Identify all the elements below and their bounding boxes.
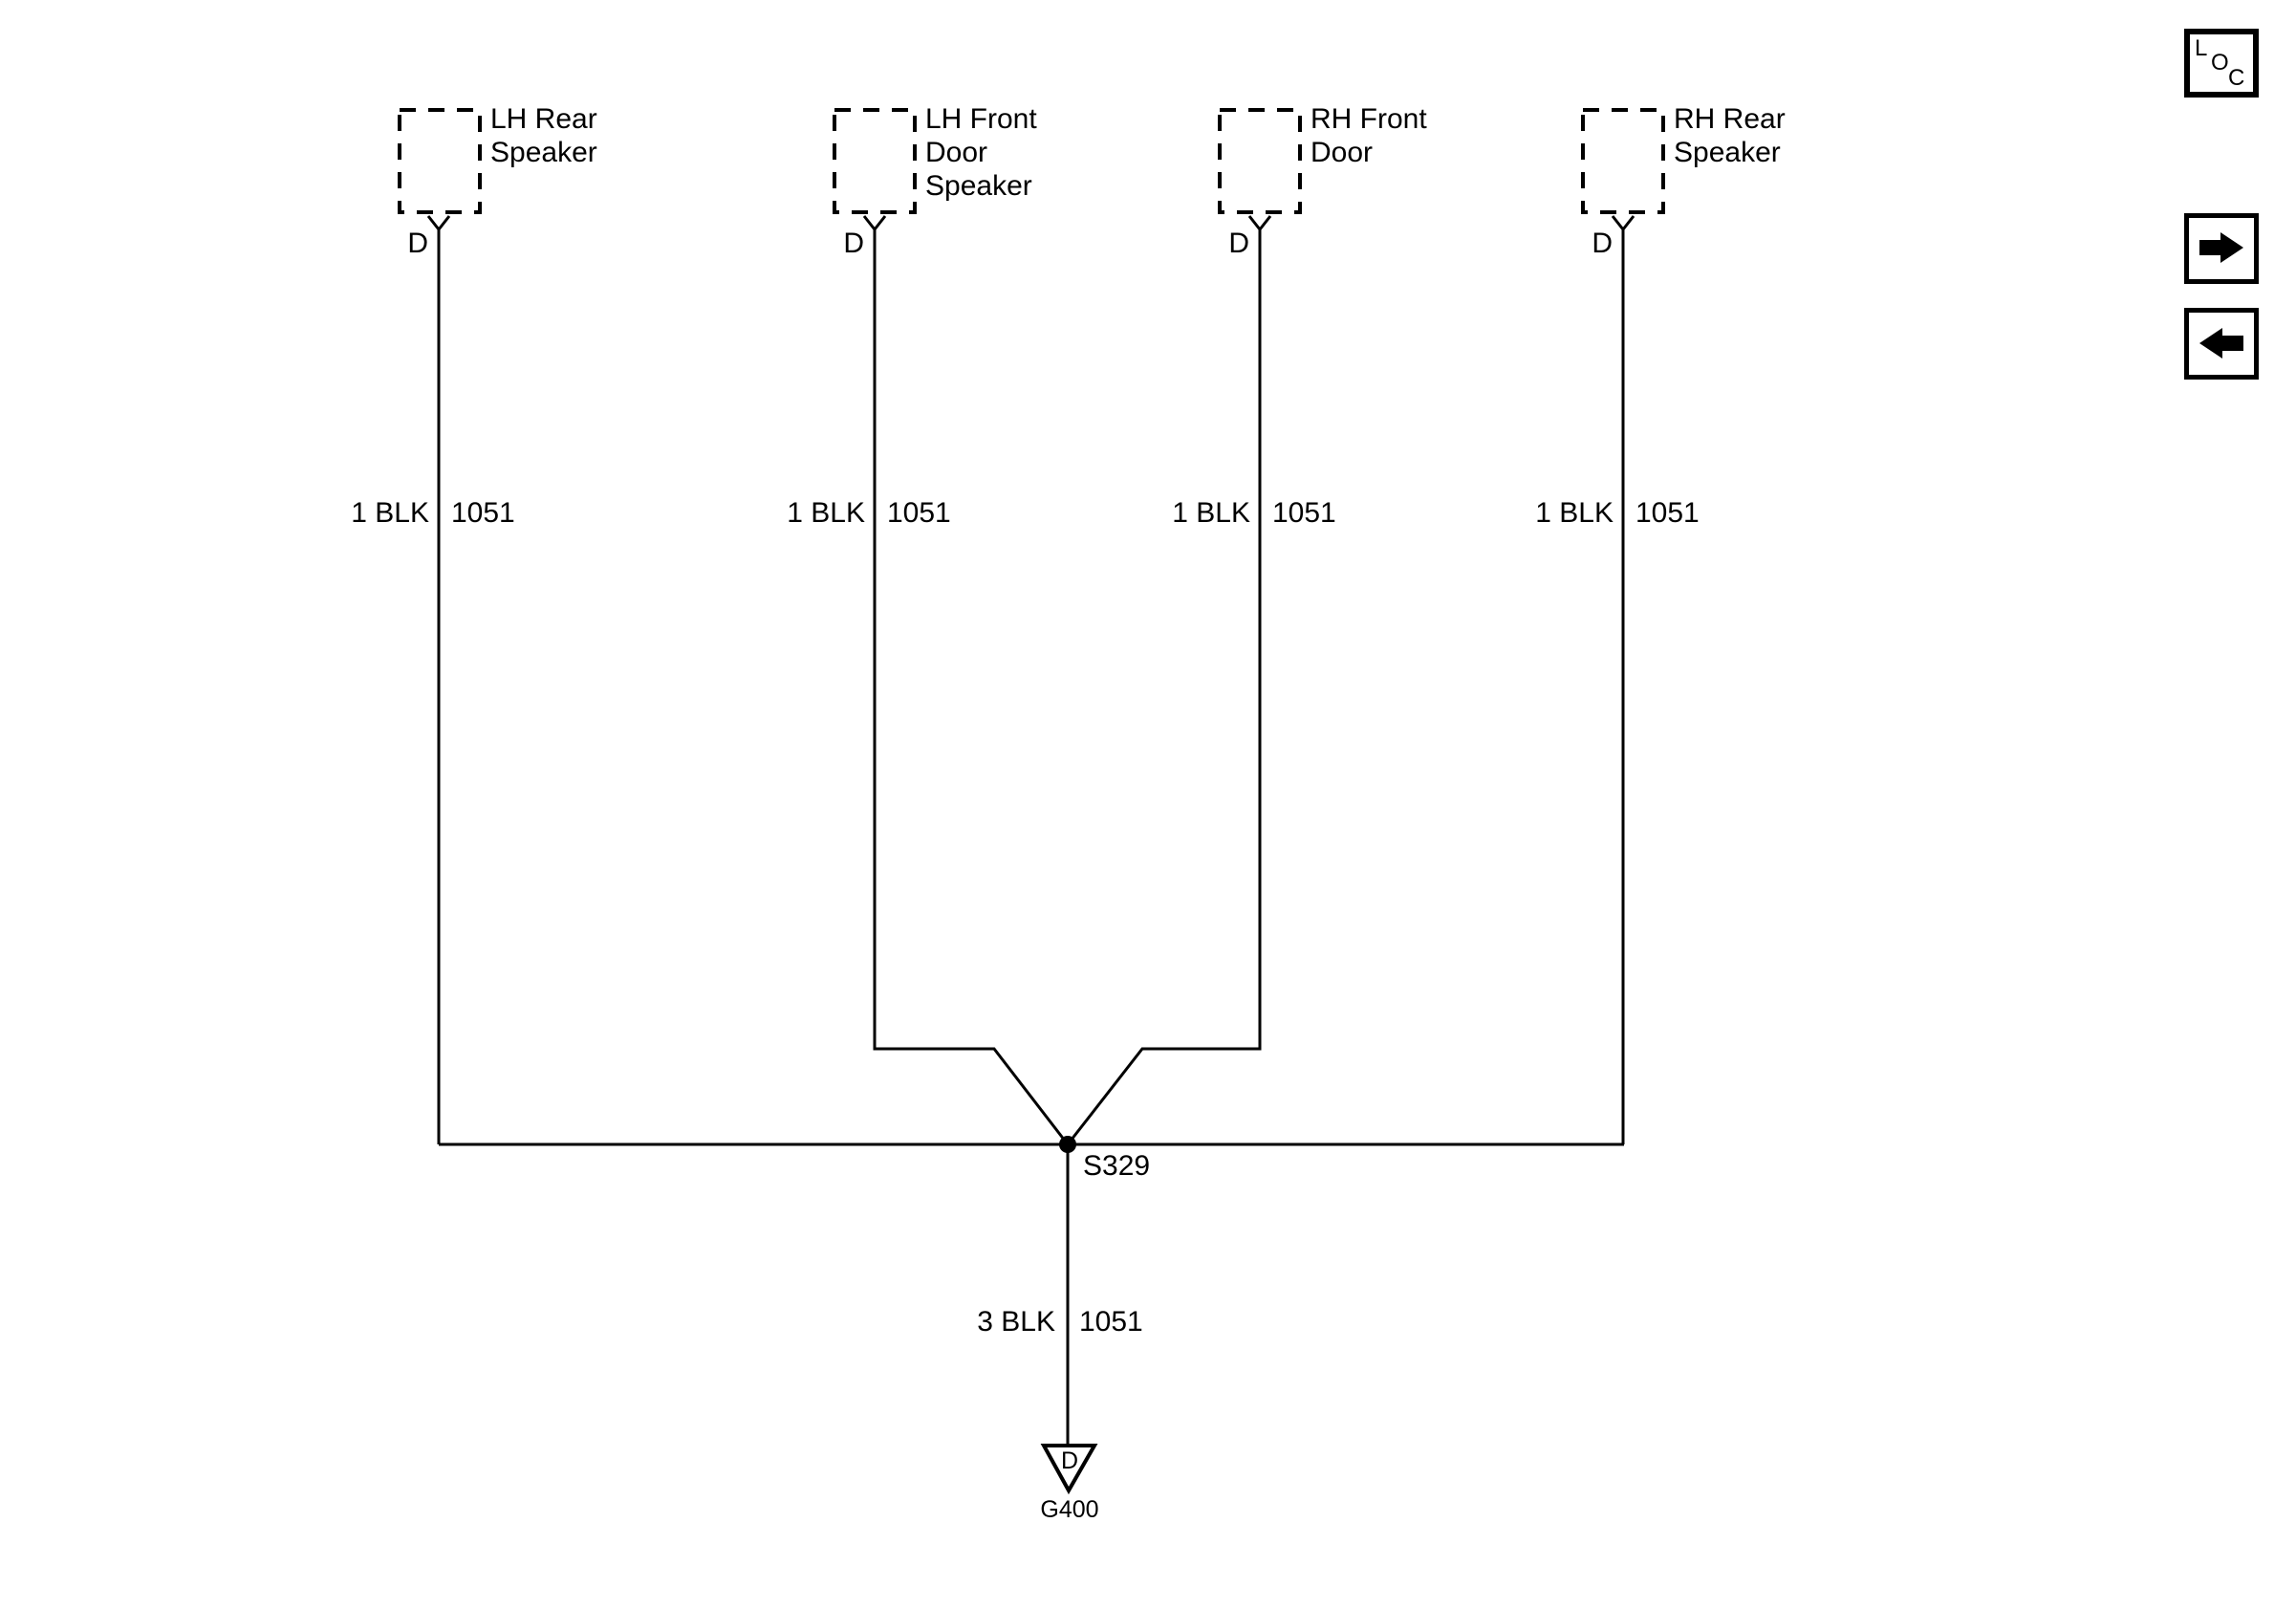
pin-label: D <box>1228 228 1249 259</box>
component-label-lh-front-door-speaker: LH Front Door Speaker <box>925 103 1037 202</box>
component-box-rh-rear-speaker <box>1581 108 1665 214</box>
ground-pin-label: D <box>1060 1447 1079 1474</box>
right-arrow-icon <box>2199 232 2243 263</box>
connector-pin-icon <box>426 215 451 232</box>
pin-label: D <box>1592 228 1613 259</box>
loc-button[interactable]: L O C <box>2184 29 2259 98</box>
component-box-rh-front-door <box>1218 108 1302 214</box>
pin-label: D <box>843 228 864 259</box>
component-box-lh-rear-speaker <box>398 108 482 214</box>
connector-pin-icon <box>862 215 887 232</box>
component-box-lh-front-door-speaker <box>833 108 917 214</box>
wire-circuit-label: 1051 <box>451 497 515 529</box>
wire-circuit-label: 1051 <box>1635 497 1700 529</box>
connector-pin-icon <box>1247 215 1272 232</box>
wire-gauge-label: 1 BLK <box>787 497 865 529</box>
pin-label: D <box>407 228 428 259</box>
component-label-rh-rear-speaker: RH Rear Speaker <box>1674 103 1786 168</box>
loc-letter-l: L <box>2195 35 2208 61</box>
ground-symbol <box>1040 1444 1098 1495</box>
wire-gauge-label: 1 BLK <box>1535 497 1614 529</box>
loc-letter-o: O <box>2211 50 2229 76</box>
splice-label: S329 <box>1083 1150 1151 1182</box>
wire-circuit-label: 1051 <box>887 497 951 529</box>
component-label-lh-rear-speaker: LH Rear Speaker <box>490 103 597 168</box>
left-arrow-icon <box>2199 328 2243 359</box>
forward-arrow-button[interactable] <box>2184 213 2259 284</box>
back-arrow-button[interactable] <box>2184 308 2259 380</box>
wire-gauge-label: 1 BLK <box>351 497 429 529</box>
loc-letter-c: C <box>2228 65 2245 91</box>
component-label-rh-front-door: RH Front Door <box>1310 103 1427 168</box>
wire-lh-front-door-speaker <box>873 229 1070 1145</box>
splice-dot <box>1059 1136 1076 1153</box>
ground-wire-circuit-label: 1051 <box>1079 1306 1143 1338</box>
connector-pin-icon <box>1611 215 1635 232</box>
wire-rh-front-door <box>1066 229 1262 1145</box>
wire-gauge-label: 1 BLK <box>1172 497 1250 529</box>
ground-id-label: G400 <box>1040 1496 1099 1523</box>
wire-circuit-label: 1051 <box>1272 497 1336 529</box>
ground-wire-gauge-label: 3 BLK <box>977 1306 1055 1338</box>
